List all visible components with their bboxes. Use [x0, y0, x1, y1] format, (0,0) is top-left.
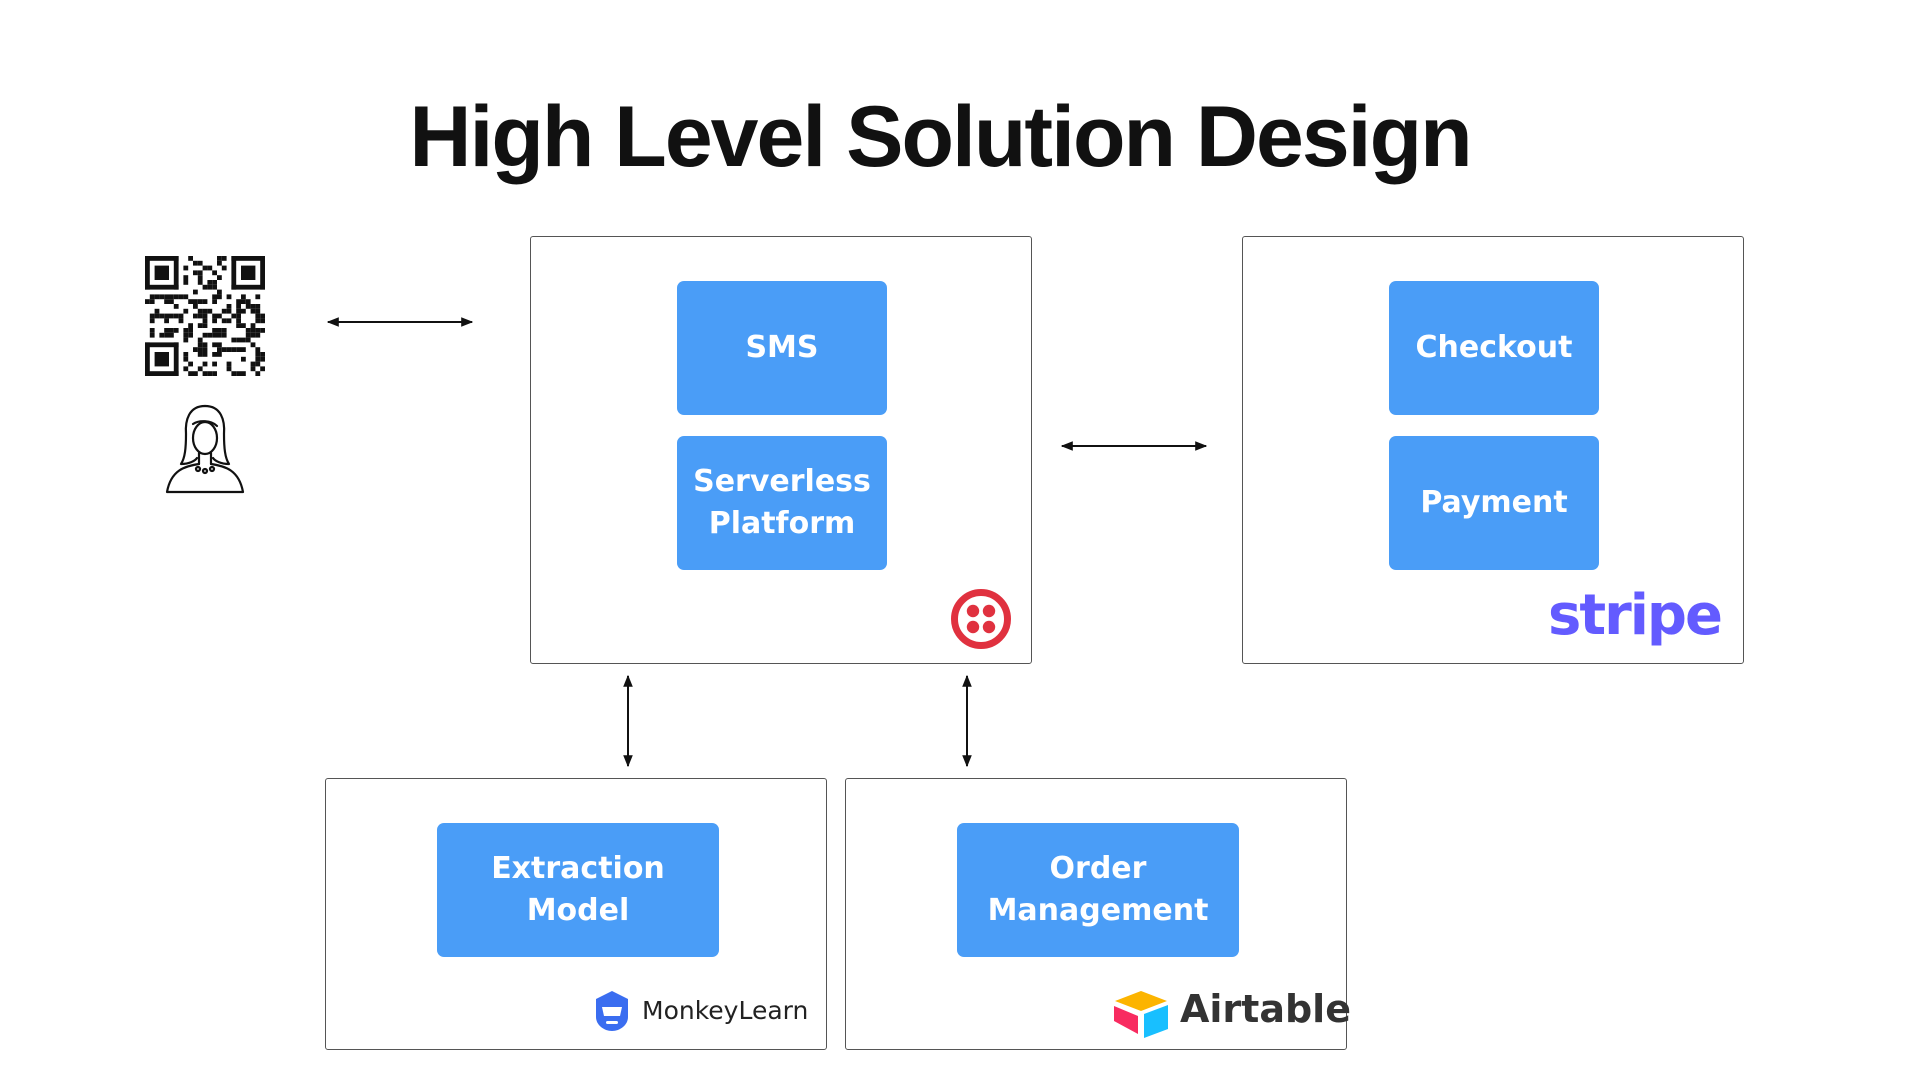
customer-person-icon	[165, 404, 245, 494]
checkout-service-box: Checkout	[1389, 281, 1599, 415]
airtable-logo-icon	[1114, 991, 1168, 1038]
airtable-logo-text: Airtable	[1180, 987, 1351, 1031]
qr-code-icon	[145, 256, 265, 376]
stripe-panel: Checkout Payment stripe	[1242, 236, 1744, 664]
stripe-logo: stripe	[1548, 583, 1723, 648]
sms-service-box: SMS	[677, 281, 887, 415]
monkeylearn-panel: Extraction Model MonkeyLearn	[325, 778, 827, 1050]
payment-service-box: Payment	[1389, 436, 1599, 570]
twilio-logo-icon	[951, 589, 1011, 649]
twilio-panel: SMS Serverless Platform	[530, 236, 1032, 664]
page-title: High Level Solution Design	[409, 89, 1472, 185]
serverless-platform-box: Serverless Platform	[677, 436, 887, 570]
extraction-model-box: Extraction Model	[437, 823, 719, 957]
airtable-panel: Order Management Airtable	[845, 778, 1351, 1050]
order-management-box: Order Management	[957, 823, 1239, 957]
monkeylearn-logo-icon	[596, 991, 628, 1031]
monkeylearn-logo-text: MonkeyLearn	[642, 996, 809, 1025]
